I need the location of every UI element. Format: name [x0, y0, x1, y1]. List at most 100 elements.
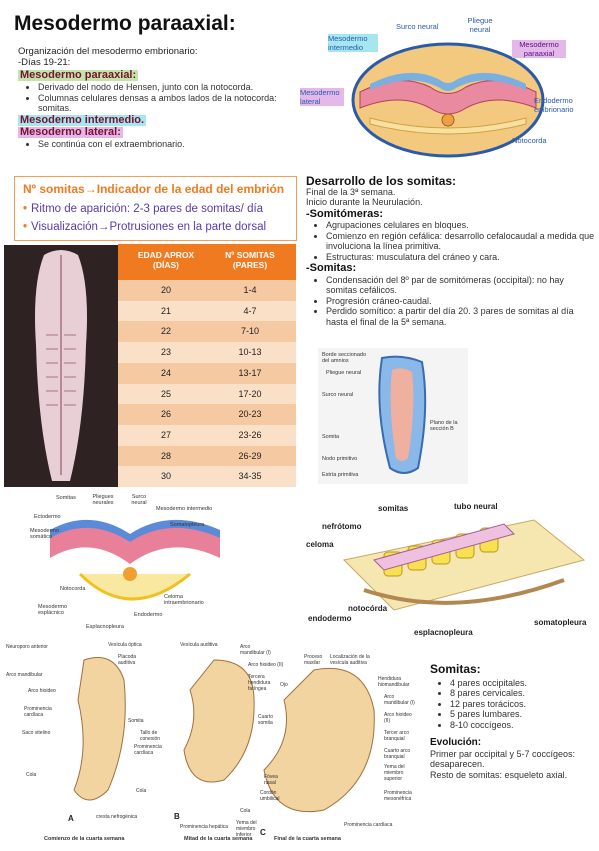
label-a-5: Cola: [26, 772, 37, 778]
list-item: 12 pares torácicos.: [450, 699, 595, 710]
label-c-12: Prominencia mesonéfrica: [384, 790, 412, 802]
label-surco-neural: Surco neural: [322, 392, 354, 398]
embryo-photo-drawing: [4, 245, 118, 487]
label-b-6: Tallo de conexión: [140, 730, 161, 742]
label-c-5: Arco hioideo (II): [384, 712, 412, 724]
table-row: 20 1-4: [118, 280, 296, 301]
table-row: 26 20-23: [118, 404, 296, 425]
label-surco-neural: Surco neural: [396, 22, 439, 31]
evolucion-heading: Evolución:: [430, 737, 482, 748]
label-esplacnopleura: Esplacnopleura: [86, 624, 124, 630]
page-title: Mesodermo paraaxial:: [14, 12, 236, 35]
paraaxial-heading: Mesodermo paraaxial:: [18, 69, 139, 81]
bottom-caption-a: Comienzo de la cuarta semana: [44, 836, 125, 842]
label-nefrotomo: nefrótomo: [322, 522, 362, 531]
label-tubo-neural: tubo neural: [454, 502, 498, 511]
embryo-photo: [4, 245, 118, 487]
label-b-8: Prominencia hepática: [180, 824, 229, 830]
label-a-9: cresta nefrogénica: [96, 814, 138, 820]
table-cell-somites: 23-26: [238, 429, 262, 440]
figure-embryo-stages: Neuroporo anterior Arco mandibular Arco …: [4, 640, 424, 846]
evolucion-line: Primer par occipital y 5-7 coccígeos: de…: [430, 748, 576, 770]
label-b-7: Cola: [136, 788, 147, 794]
somite-age-box: Nº somitas→Indicador de la edad del embr…: [14, 176, 297, 241]
label-somita: Somita: [322, 434, 340, 440]
label-pliegues-neurales: Pliegues neurales: [92, 494, 114, 506]
table-cell-age: 20: [160, 285, 171, 295]
table-cell-somites: 20-23: [238, 409, 262, 420]
label-pliegue-neural: Pliegue neural: [467, 16, 493, 34]
label-ectodermo: Ectodermo: [34, 514, 61, 520]
list-item: Comienzo en región cefálica: desarrollo …: [326, 231, 596, 252]
table-cell-age: 22: [160, 326, 171, 337]
header-somites: Nº SOMITAS (PARES): [225, 250, 275, 270]
intro-line2: -Días 19-21:: [18, 57, 71, 68]
bottom-caption-c: Final de la cuarta semana: [274, 836, 341, 842]
list-item: Se continúa con el extraembrionario.: [38, 139, 308, 150]
list-item: Progresión cráneo-caudal.: [326, 296, 596, 307]
somite-rate-text: Ritmo de aparición: 2-3 pares de somitas…: [31, 203, 264, 215]
table-cell-age: 30: [160, 471, 171, 482]
list-item: 5 pares lumbares.: [450, 709, 595, 720]
list-item: Agrupaciones celulares en bloques.: [326, 220, 596, 231]
label-somitas: Somitas: [56, 495, 76, 501]
intro-line1: Organización del mesodermo embrionario:: [18, 46, 198, 57]
table-cell-age: 26: [160, 409, 171, 420]
label-b-1: Arco mandibular (I): [240, 644, 271, 656]
embryonic-disc-drawing: [378, 355, 427, 474]
label-mesodermo-somatico: Mesodermo somático: [30, 528, 60, 540]
caption-a: A: [68, 814, 74, 823]
table-cell-somites: 13-17: [238, 367, 262, 378]
label-a-2: Arco hioideo: [28, 688, 56, 694]
label-endodermo-embrionario: Endodermo embrionario: [534, 96, 574, 114]
figure-3d-somites: somitas tubo neural nefrótomo celoma not…: [304, 500, 596, 640]
table-cell-age: 27: [160, 429, 171, 440]
development-section: Desarrollo de los somitas: Final de la 3…: [306, 175, 596, 327]
label-c-3: Ojo: [280, 682, 288, 688]
table-cell-somites: 7-10: [240, 326, 259, 337]
table-cell-age: 23: [160, 347, 171, 358]
somite-age-title: Nº somitas→Indicador de la edad del embr…: [23, 182, 285, 196]
table-row: 22 7-10: [118, 321, 296, 342]
label-mesodermo-lateral: Mesodermo lateral: [300, 88, 344, 106]
label-b-5: Prominencia cardíaca: [134, 744, 162, 756]
label-somatopleura: Somatopleura: [170, 522, 205, 528]
label-a-7: Placoda auditiva: [118, 654, 137, 666]
evolucion-line: Resto de somitas: esqueleto axial.: [430, 769, 568, 780]
label-a-1: Arco mandibular: [6, 672, 43, 678]
label-notocorda: Notocorda: [512, 136, 547, 145]
label-c-6: Tercer arco branquial: [384, 730, 410, 742]
3d-somites-drawing: [342, 519, 586, 611]
embryo-stages-drawing: [73, 657, 375, 813]
label-notocorda: notocórda: [348, 604, 388, 613]
table-cell-somites: 10-13: [238, 347, 262, 358]
label-surco-neural: Surco neural: [131, 494, 147, 506]
figure-embryonic-disc: Borde seccionado del amnios Pliegue neur…: [318, 348, 468, 484]
intermedio-heading: Mesodermo intermedio.: [18, 113, 147, 126]
label-pliegue-neural: Pliegue neural: [326, 370, 362, 376]
development-line: Inicio durante la Neurulación.: [306, 197, 423, 207]
label-mesodermo-paraaxial: Mesodermo paraaxial: [512, 40, 566, 58]
label-a-3: Prominencia cardíaca: [24, 706, 52, 718]
label-mesodermo-esplacnico: Mesodermo esplácnico: [38, 604, 68, 616]
list-item: Condensación del 8º par de somitómeras (…: [326, 275, 596, 296]
list-item: Columnas celulares densas a ambos lados …: [38, 93, 308, 114]
label-esplacnopleura: esplacnopleura: [414, 628, 473, 637]
table-cell-somites: 4-7: [243, 305, 257, 316]
list-item: Perdido somítico: a partir del día 20. 3…: [326, 306, 596, 327]
table-cell-somites: 1-4: [243, 285, 257, 295]
label-celoma-intraembrionario: Celoma intraembrionario: [164, 594, 204, 606]
label-somitas: somitas: [378, 504, 409, 513]
lateral-heading: Mesodermo lateral:: [18, 125, 123, 138]
label-c-10: Yema del miembro superior: [384, 764, 405, 782]
label-nodo-primitivo: Nodo primitivo: [322, 456, 358, 462]
development-line: Final de la 3ª semana.: [306, 186, 396, 197]
label-c-13: Yema del miembro inferior: [236, 820, 257, 838]
table-row: 23 10-13: [118, 342, 296, 363]
label-endodermo: Endodermo: [134, 612, 163, 618]
label-a-4: Saco vitelino: [22, 730, 51, 736]
somitas-heading: -Somitas:: [306, 262, 357, 274]
